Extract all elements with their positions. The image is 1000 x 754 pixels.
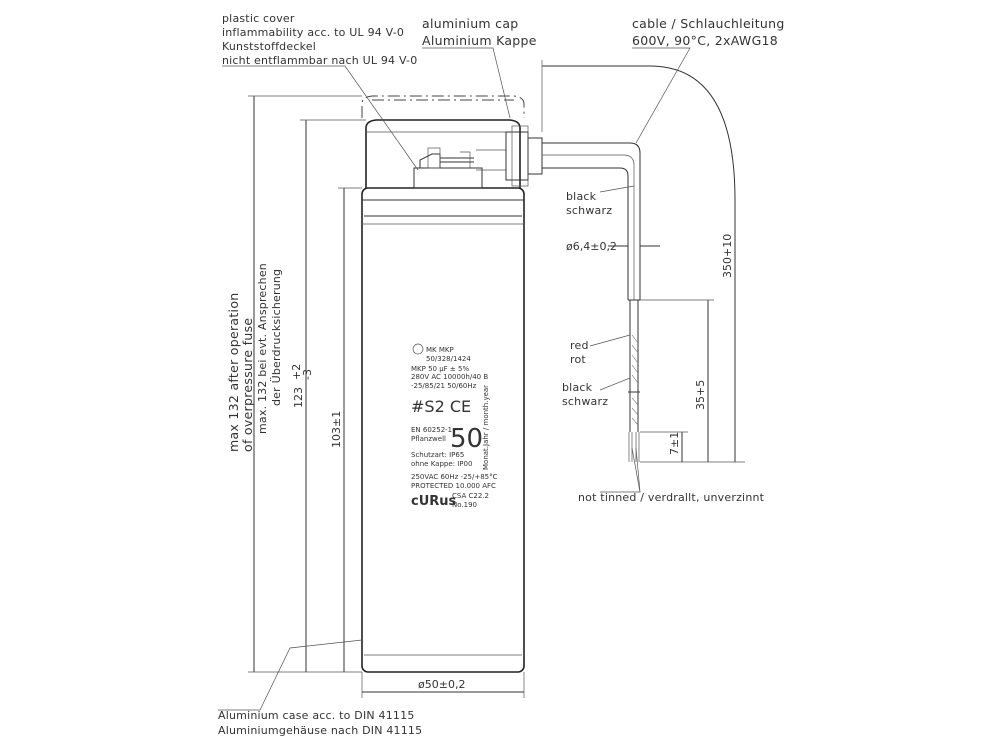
nameplate-climate: -25/85/21 50/60Hz — [411, 382, 477, 390]
nameplate-protection: Schutzart: IP65 — [411, 451, 464, 459]
dim-height-103: 103±1 — [330, 411, 343, 448]
nameplate-part-no: 50/328/1424 — [426, 355, 471, 363]
ul-mark-logo: cURus — [411, 494, 457, 509]
label-max-overpressure-4: der Überdrucksicherung — [270, 269, 283, 406]
nameplate-standard: EN 60252-1 — [411, 426, 452, 434]
cable — [542, 142, 641, 462]
dimension-values: ø6,4±0,2 350+10 35+5 7±1 ø50±0,2 123 +2 … — [290, 234, 734, 691]
label-max-overpressure-1: max 132 after operation — [226, 293, 241, 453]
label-plastic-cover-4: nicht entflammbar nach UL 94 V-0 — [222, 54, 417, 67]
annotations: plastic cover inflammability acc. to UL … — [218, 12, 785, 737]
label-black-top-2: schwarz — [566, 204, 612, 217]
nameplate: MK MKP 50/328/1424 MKP 50 µF ± 5% 280V A… — [411, 343, 498, 509]
nameplate-brand: MK MKP — [426, 346, 454, 354]
label-plastic-cover-3: Kunststoffdeckel — [222, 40, 316, 53]
label-aluminium-cap-1: aluminium cap — [422, 16, 519, 31]
dim-strip-length: 35+5 — [694, 380, 707, 410]
label-cable-2: 600V, 90°C, 2xAWG18 — [632, 33, 778, 48]
dim-height-123: 123 — [292, 387, 305, 408]
dim-cable-diameter: ø6,4±0,2 — [566, 240, 617, 253]
dim-cable-length: 350+10 — [721, 234, 734, 278]
nameplate-rating: 250VAC 60Hz -25/+85°C — [411, 473, 498, 481]
label-aluminium-case-2: Aluminiumgehäuse nach DIN 41115 — [218, 724, 422, 737]
nameplate-marks: #S2 CE — [411, 397, 471, 416]
label-plastic-cover-2: inflammability acc. to UL 94 V-0 — [222, 26, 404, 39]
label-red-1: red — [570, 339, 589, 352]
label-max-overpressure-2: of overpressure fuse — [240, 318, 255, 452]
label-black-bottom-2: schwarz — [562, 395, 608, 408]
label-max-overpressure-3: max. 132 bei evt. Ansprechen — [256, 263, 269, 434]
nameplate-date-code: Monat.Jahr / month.year — [482, 385, 490, 470]
label-not-tinned: not tinned / verdrallt, unverzinnt — [578, 491, 765, 504]
capacitor-body — [361, 95, 543, 673]
label-black-bottom-1: black — [562, 381, 593, 394]
dim-tin-length: 7±1 — [668, 432, 681, 455]
nameplate-voltage: 280V AC 10000h/40 B — [411, 373, 488, 381]
dim-height-123-tol-lower: -3 — [301, 369, 314, 380]
dim-diameter: ø50±0,2 — [418, 678, 465, 691]
label-red-2: rot — [570, 353, 586, 366]
nameplate-csa-no: No.190 — [452, 501, 477, 509]
label-aluminium-cap-2: Aluminium Kappe — [422, 33, 537, 48]
nameplate-protection-2: ohne Kappe: IP00 — [411, 460, 472, 468]
label-plastic-cover-1: plastic cover — [222, 12, 295, 25]
label-black-top-1: black — [566, 190, 597, 203]
leader-lines — [218, 47, 691, 711]
nameplate-maker: Pflanzwell — [411, 435, 446, 443]
dim-height-123-tol-upper: +2 — [290, 364, 303, 380]
nameplate-protected: PROTECTED 10.000 AFC — [411, 482, 496, 490]
label-cable-1: cable / Schlauchleitung — [632, 16, 785, 31]
nameplate-capacitance: MKP 50 µF ± 5% — [411, 365, 469, 373]
nameplate-csa: CSA C22.2 — [452, 492, 489, 500]
dimension-lines — [248, 60, 745, 698]
nameplate-big-value: 50 — [450, 424, 483, 454]
label-aluminium-case-1: Aluminium case acc. to DIN 41115 — [218, 709, 415, 722]
